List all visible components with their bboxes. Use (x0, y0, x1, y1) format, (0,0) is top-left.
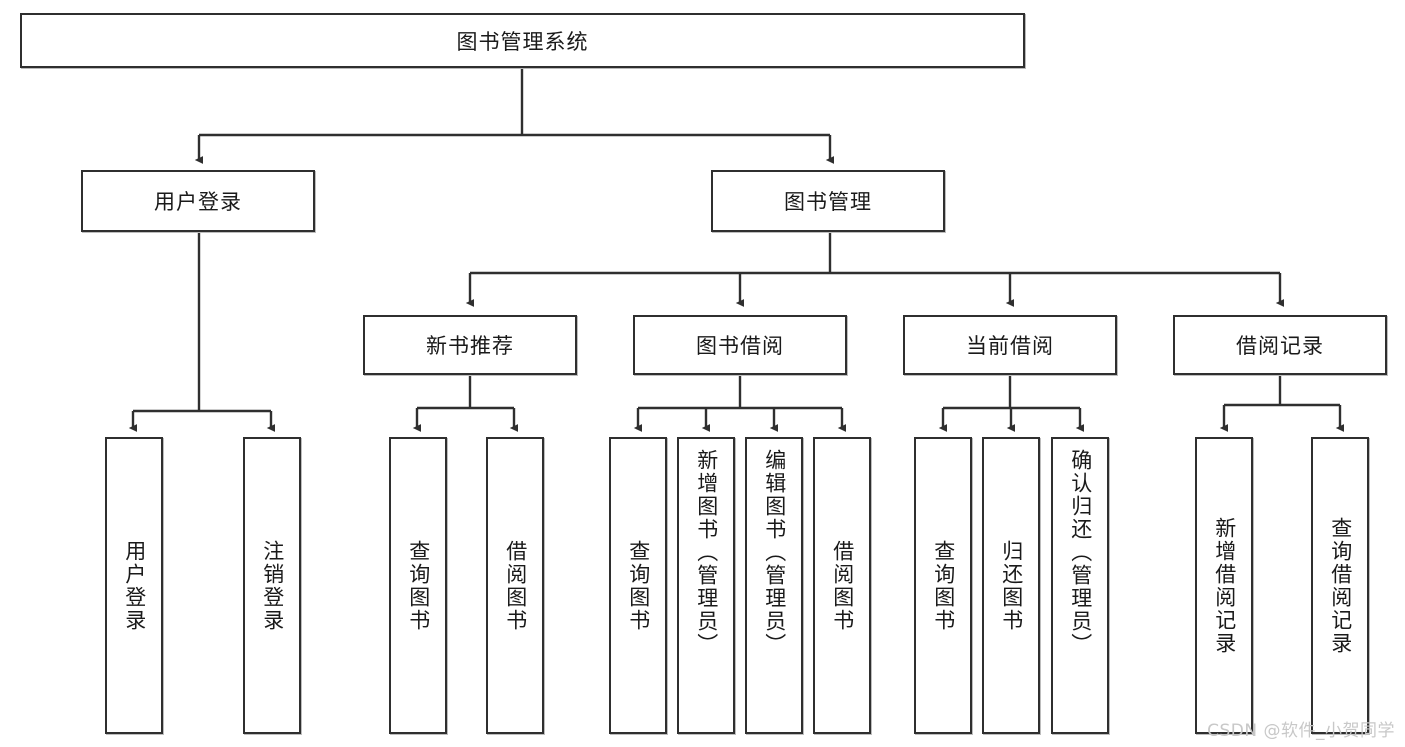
watermark-text: CSDN @软件_小贺同学 (1207, 721, 1395, 741)
node-label: 借阅记录 (1236, 334, 1324, 358)
node-label: 查询借阅记录 (1328, 516, 1353, 655)
node-label: 注销登录 (260, 539, 285, 632)
node-root-book-management-system[interactable]: 图书管理系统 (20, 13, 1025, 68)
node-leaf-borrow-book[interactable]: 借阅图书 (813, 437, 871, 734)
node-leaf-add-borrow-record[interactable]: 新增借阅记录 (1195, 437, 1253, 734)
node-label: 新书推荐 (426, 334, 514, 358)
node-label: 图书借阅 (696, 334, 784, 358)
node-borrow-record[interactable]: 借阅记录 (1173, 315, 1387, 375)
node-leaf-borrow-book-recommend[interactable]: 借阅图书 (486, 437, 544, 734)
node-label: 新增借阅记录 (1212, 516, 1237, 655)
node-leaf-edit-book[interactable]: 编辑图书（管理员） (745, 437, 803, 734)
node-label: 借阅图书 (503, 539, 528, 632)
node-leaf-add-book[interactable]: 新增图书（管理员） (677, 437, 735, 734)
node-label: 图书管理 (784, 190, 872, 214)
node-label: 借阅图书 (830, 539, 855, 632)
node-leaf-user-login[interactable]: 用户登录 (105, 437, 163, 734)
node-user-login[interactable]: 用户登录 (81, 170, 315, 232)
node-label: 查询图书 (931, 539, 956, 632)
node-label: 确认归还（管理员） (1068, 449, 1093, 656)
node-leaf-query-book-recommend[interactable]: 查询图书 (389, 437, 447, 734)
node-book-management[interactable]: 图书管理 (711, 170, 945, 232)
node-leaf-query-book-borrow[interactable]: 查询图书 (609, 437, 667, 734)
node-label: 编辑图书（管理员） (762, 449, 787, 656)
node-current-borrow[interactable]: 当前借阅 (903, 315, 1117, 375)
node-leaf-return-book[interactable]: 归还图书 (982, 437, 1040, 734)
node-leaf-query-book-current[interactable]: 查询图书 (914, 437, 972, 734)
node-label: 查询图书 (626, 539, 651, 632)
node-leaf-confirm-return[interactable]: 确认归还（管理员） (1051, 437, 1109, 734)
node-label: 图书管理系统 (456, 29, 589, 54)
node-new-book-recommend[interactable]: 新书推荐 (363, 315, 577, 375)
node-book-borrow[interactable]: 图书借阅 (633, 315, 847, 375)
node-label: 用户登录 (122, 539, 147, 632)
node-label: 查询图书 (406, 539, 431, 632)
node-label: 用户登录 (154, 190, 242, 214)
node-label: 新增图书（管理员） (694, 449, 719, 656)
node-leaf-query-borrow-record[interactable]: 查询借阅记录 (1311, 437, 1369, 734)
node-label: 归还图书 (999, 539, 1024, 632)
node-leaf-logout-login[interactable]: 注销登录 (243, 437, 301, 734)
node-label: 当前借阅 (966, 334, 1054, 358)
